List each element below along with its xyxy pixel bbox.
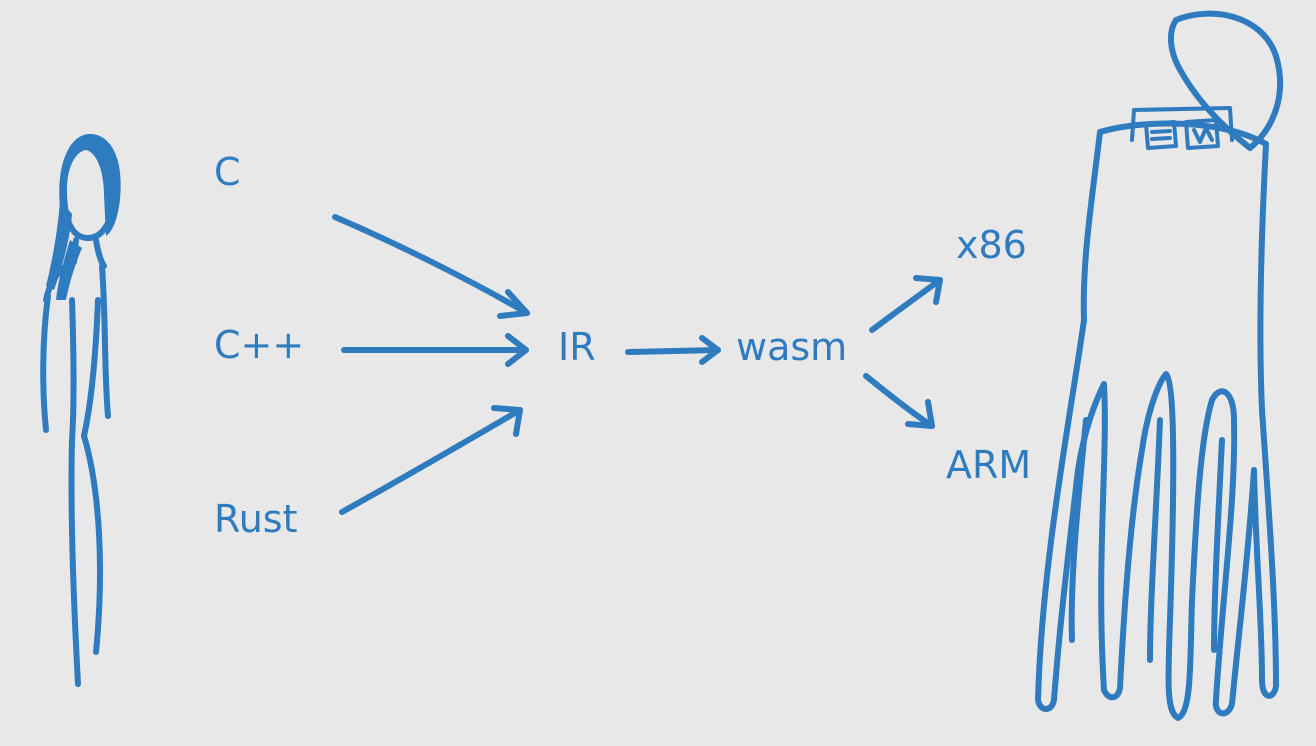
source-label-cpp: C++ bbox=[214, 323, 304, 367]
person-figure-icon bbox=[40, 133, 121, 687]
arrow-wasm-to-x86 bbox=[869, 275, 943, 333]
octopus-trash-can-icon bbox=[1035, 10, 1284, 721]
arrow-cpp-to-ir bbox=[341, 333, 529, 367]
source-label-rust: Rust bbox=[214, 497, 297, 541]
ir-label: IR bbox=[558, 325, 596, 369]
arrow-c-to-ir bbox=[332, 214, 530, 319]
arrow-ir-to-wasm bbox=[625, 335, 721, 365]
target-label-arm: ARM bbox=[946, 443, 1031, 487]
target-label-x86: x86 bbox=[956, 223, 1027, 267]
wasm-label: wasm bbox=[736, 325, 847, 369]
arrow-rust-to-ir bbox=[339, 405, 523, 515]
arrow-wasm-to-arm bbox=[863, 373, 935, 429]
source-label-c: C bbox=[214, 150, 241, 194]
